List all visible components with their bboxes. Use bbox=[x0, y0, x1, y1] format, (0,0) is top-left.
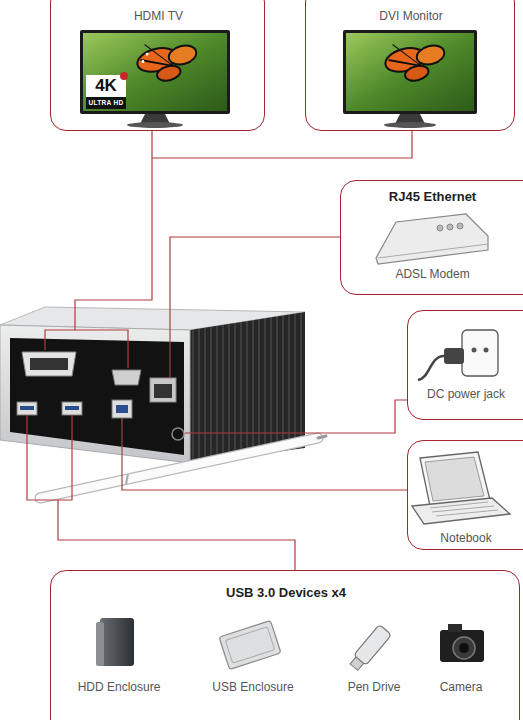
power-plug-icon bbox=[418, 330, 498, 380]
node-label: HDD Enclosure bbox=[64, 680, 174, 694]
stylus-pen bbox=[40, 436, 326, 498]
panel-box: USB 3.0 Devices x4 HDD Enclosure USB Enclo… bbox=[50, 570, 520, 720]
badge-text: 4K bbox=[86, 77, 126, 94]
notebook-icon bbox=[412, 452, 510, 524]
node-label: ADSL Modem bbox=[341, 267, 523, 281]
node-label: DVI Monitor bbox=[306, 9, 516, 23]
panel-box: Notebook bbox=[407, 440, 523, 550]
node-label: Notebook bbox=[408, 531, 523, 545]
connection-wires bbox=[27, 131, 412, 570]
panel-box: DC power jack bbox=[407, 310, 523, 420]
panel-box: HDMI TV bbox=[50, 0, 265, 131]
node-label: Camera bbox=[406, 680, 516, 694]
panel-box: RJ45 EthernetADSL Modem bbox=[340, 180, 523, 295]
node-label: DC power jack bbox=[408, 387, 523, 401]
node-label: Pen Drive bbox=[319, 680, 429, 694]
panel-box: DVI Monitor bbox=[305, 0, 515, 131]
badge-text: ULTRA HD bbox=[86, 100, 126, 107]
node-label: HDMI TV bbox=[51, 9, 266, 23]
modem-icon bbox=[376, 214, 488, 264]
node-label: USB Enclosure bbox=[198, 680, 308, 694]
node-label: USB 3.0 Devices x4 bbox=[51, 585, 521, 601]
tv-illustration bbox=[80, 30, 230, 128]
node-label: RJ45 Ethernet bbox=[341, 189, 523, 205]
docking-station bbox=[0, 307, 305, 463]
usb-device-icons bbox=[96, 618, 484, 672]
monitor-illustration bbox=[343, 30, 477, 128]
